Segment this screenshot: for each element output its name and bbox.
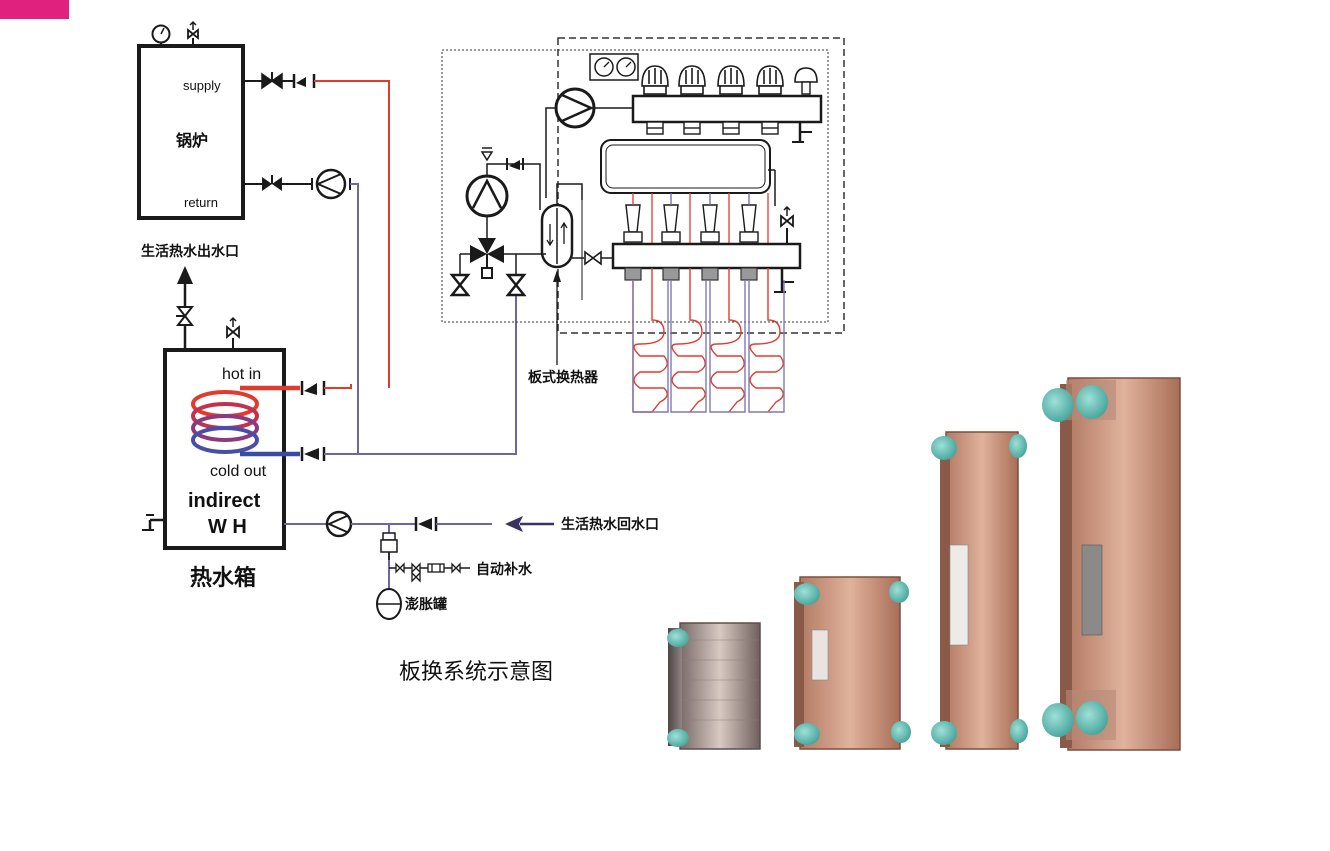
- boiler-return-label: return: [184, 195, 218, 210]
- expansion-tank-icon: [376, 588, 402, 620]
- flow-meter-row: [623, 204, 759, 243]
- gauge-icon: [589, 53, 639, 81]
- exchanger-unit-tall: [931, 431, 1028, 750]
- manifold-cabinet-frame: [557, 37, 845, 334]
- arrow-up-icon: [177, 266, 193, 296]
- exchanger-unit-small: [667, 622, 761, 750]
- arrow-left-icon: [505, 516, 554, 532]
- gauge-icon: [151, 24, 171, 46]
- tank-name-label: 热水箱: [190, 565, 256, 590]
- pump-icon: [554, 87, 596, 129]
- gate-valve-icon: [449, 273, 471, 297]
- relief-valve-icon: [480, 147, 494, 162]
- supply-manifold: [631, 94, 823, 124]
- check-valve-icon: [292, 74, 316, 88]
- tank-cold-out-label: cold out: [210, 463, 267, 480]
- exchanger-unit-large: [1042, 377, 1181, 751]
- actuator-row: [641, 65, 784, 95]
- hot-water-tank: hot in cold out indirect W H: [163, 348, 300, 550]
- fill-valve-group-icon: [395, 562, 461, 583]
- tank-hot-in-pipe: [324, 384, 352, 389]
- relief-valve-icon: [780, 205, 794, 244]
- domestic-hot-outlet-label: 生活热水出水口: [141, 243, 239, 259]
- boiler-return-pipe: [350, 183, 359, 455]
- relief-valve-icon: [187, 20, 199, 46]
- diagram-title: 板换系统示意图: [399, 659, 553, 684]
- accent-tab: [0, 0, 69, 19]
- three-way-valve-icon: [470, 238, 504, 279]
- heating-coil: [191, 390, 259, 454]
- mixing-station-frame: [441, 49, 829, 323]
- gate-valve-icon: [175, 306, 195, 326]
- supply-port-row: [646, 121, 779, 135]
- boiler-supply-pipe: [314, 80, 390, 388]
- pump-icon: [311, 168, 351, 200]
- exchanger-unit-medium: [794, 576, 911, 750]
- auto-fill-label: 自动补水: [476, 561, 533, 577]
- return-port-row: [624, 267, 758, 281]
- tank-cold-out-pipe: [324, 296, 517, 455]
- check-valve-icon: [506, 158, 524, 170]
- loop-lines-top: [632, 193, 769, 244]
- plate-exchanger-symbol: [540, 203, 574, 269]
- floor-heating-loops: [632, 268, 785, 413]
- expansion-tank-label: 澎胀罐: [405, 596, 447, 612]
- faucet-icon: [142, 514, 165, 531]
- gate-valve-icon: [505, 273, 527, 297]
- exchanger-leader-arrow: [553, 270, 561, 365]
- boiler-supply-label: supply: [183, 78, 221, 93]
- relief-valve-icon: [226, 316, 240, 349]
- check-valve-icon: [414, 517, 438, 531]
- drain-icon: [792, 122, 812, 143]
- check-valve-icon: [300, 447, 326, 461]
- gate-valve-icon: [261, 72, 283, 90]
- gate-valve-icon: [262, 175, 282, 191]
- boiler-name-label: 锅炉: [176, 131, 208, 150]
- gate-valve-icon: [584, 250, 602, 266]
- air-separator-icon: [380, 532, 398, 560]
- manifold-loop-box: [600, 139, 771, 194]
- air-vent-icon: [794, 67, 818, 95]
- tank-indirect-label: indirect: [188, 490, 261, 512]
- boiler: supply 锅炉 return: [137, 20, 245, 220]
- pump-icon: [465, 174, 509, 218]
- tank-hot-in-label: hot in: [222, 366, 261, 383]
- check-valve-icon: [300, 381, 326, 395]
- plate-exchanger-label: 板式换热器: [528, 369, 599, 385]
- return-manifold: [611, 242, 802, 270]
- pump-icon: [325, 510, 353, 538]
- domestic-return-label: 生活热水回水口: [561, 516, 659, 532]
- tank-wh-label: W H: [208, 516, 247, 538]
- pump-suction-pipe: [545, 107, 556, 198]
